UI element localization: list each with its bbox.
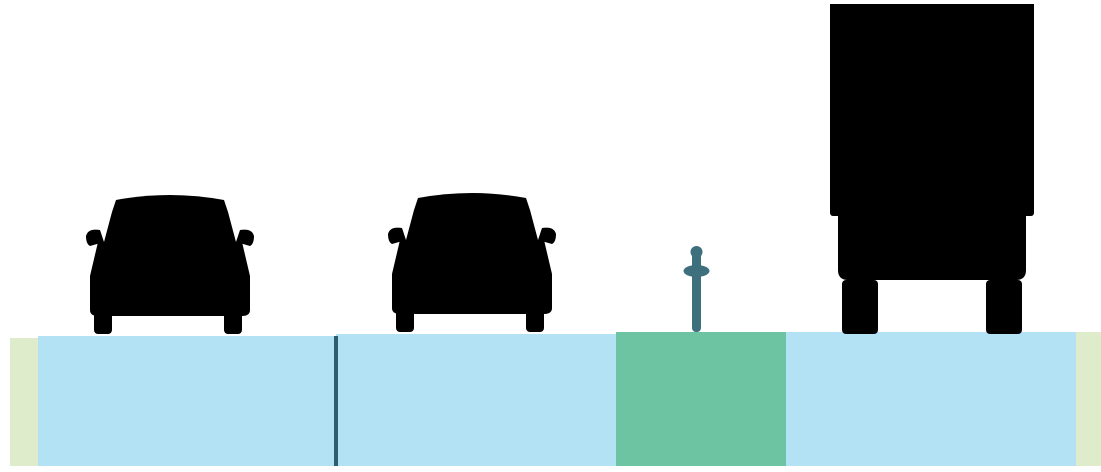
travel-lane-3: [786, 332, 1076, 466]
bollard-icon: [684, 246, 710, 332]
car-icon: [388, 184, 556, 332]
right-shoulder: [1076, 332, 1101, 466]
travel-lane-1: [38, 336, 336, 466]
lane-divider-line: [334, 336, 338, 466]
truck-icon: [830, 4, 1034, 334]
left-shoulder: [10, 338, 38, 466]
car-icon: [86, 186, 254, 334]
road-surface: [10, 332, 1101, 466]
median-strip: [616, 332, 786, 466]
travel-lane-2: [336, 334, 616, 466]
